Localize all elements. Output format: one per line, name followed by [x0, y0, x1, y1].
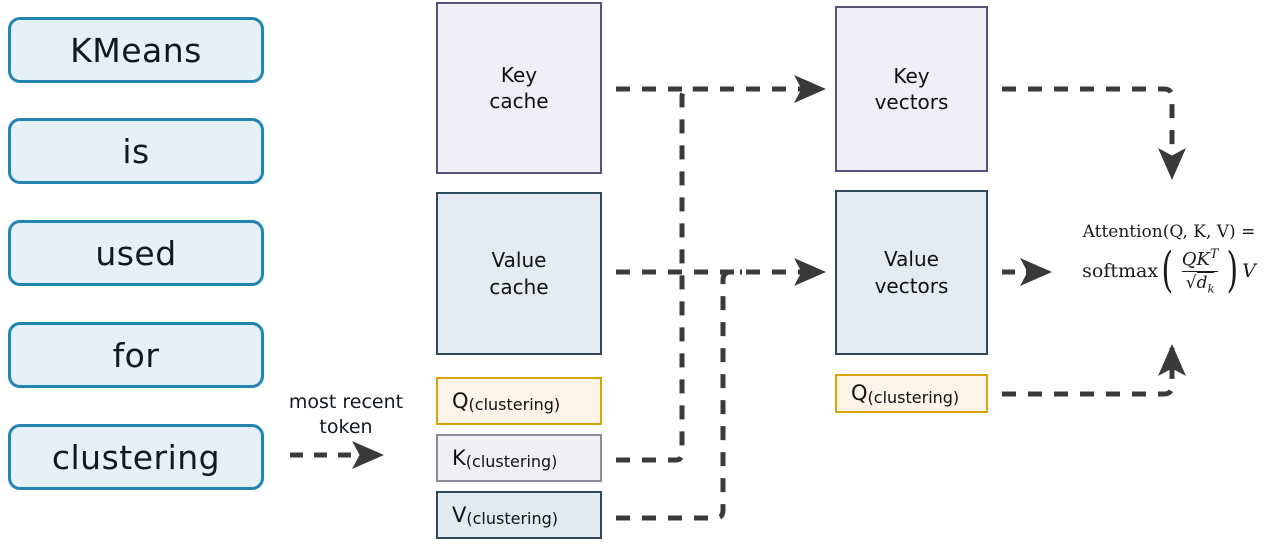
v-clustering-cache-box[interactable]: V (clustering) — [436, 491, 602, 539]
attention-formula: Attention(Q, K, V) = softmax ( QKT √dk )… — [1058, 222, 1280, 295]
caption-line-2: token — [319, 415, 373, 438]
k-clustering-cache-box[interactable]: K (clustering) — [436, 434, 602, 482]
fraction: QKT √dk — [1178, 246, 1223, 295]
token-box-0[interactable]: KMeans — [8, 17, 264, 83]
q-clustering-cache-box[interactable]: Q (clustering) — [436, 377, 602, 425]
value-cache-line-2: cache — [489, 274, 549, 299]
token-label: used — [95, 233, 177, 273]
token-label: for — [112, 335, 160, 375]
q-symbol: Q — [452, 388, 469, 413]
value-vectors-block[interactable]: Value vectors — [835, 190, 988, 355]
token-box-1[interactable]: is — [8, 118, 264, 184]
formula-trailing-v: V — [1242, 259, 1256, 282]
fraction-denominator: √dk — [1181, 271, 1219, 295]
token-label: KMeans — [70, 30, 202, 70]
k-symbol: K — [452, 445, 466, 470]
key-cache-block[interactable]: Key cache — [436, 2, 602, 174]
right-paren-icon: ) — [1226, 242, 1239, 299]
left-paren-icon: ( — [1161, 242, 1174, 299]
v-symbol: V — [452, 502, 467, 527]
token-box-3[interactable]: for — [8, 322, 264, 388]
k-subscript: (clustering) — [465, 452, 558, 471]
softmax-label: softmax — [1082, 259, 1159, 282]
most-recent-token-caption: most recent token — [278, 390, 414, 439]
key-cache-line-1: Key — [500, 62, 538, 87]
v-subscript: (clustering) — [466, 509, 559, 528]
caption-line-1: most recent — [288, 391, 404, 413]
value-cache-line-1: Value — [491, 248, 547, 273]
formula-lhs: Attention(Q, K, V) = — [1082, 222, 1256, 242]
q-clustering-vector-box[interactable]: Q (clustering) — [835, 374, 988, 413]
formula-rhs: softmax ( QKT √dk ) V — [1058, 246, 1280, 295]
token-label: is — [122, 131, 150, 171]
wire-q-clustering-to-formula — [1002, 343, 1187, 397]
q-subscript: (clustering) — [867, 387, 960, 407]
token-label: clustering — [51, 437, 221, 477]
q-symbol: Q — [851, 381, 868, 405]
wire-key-vectors-to-formula — [1002, 86, 1186, 181]
wire-k-clustering-to-key-path — [616, 86, 700, 463]
fraction-numerator: QKT — [1181, 246, 1219, 270]
value-vectors-line-2: vectors — [874, 273, 949, 298]
token-box-2[interactable]: used — [8, 220, 264, 286]
wire-v-clustering-to-value-path — [616, 269, 742, 521]
value-vectors-line-1: Value — [884, 247, 939, 272]
value-cache-block[interactable]: Value cache — [436, 192, 602, 355]
key-cache-line-2: cache — [489, 89, 549, 113]
key-vectors-line-1: Key — [893, 63, 930, 88]
q-subscript: (clustering) — [468, 395, 561, 414]
key-vectors-line-2: vectors — [874, 90, 949, 114]
token-box-4[interactable]: clustering — [8, 424, 264, 490]
key-vectors-block[interactable]: Key vectors — [835, 6, 988, 172]
